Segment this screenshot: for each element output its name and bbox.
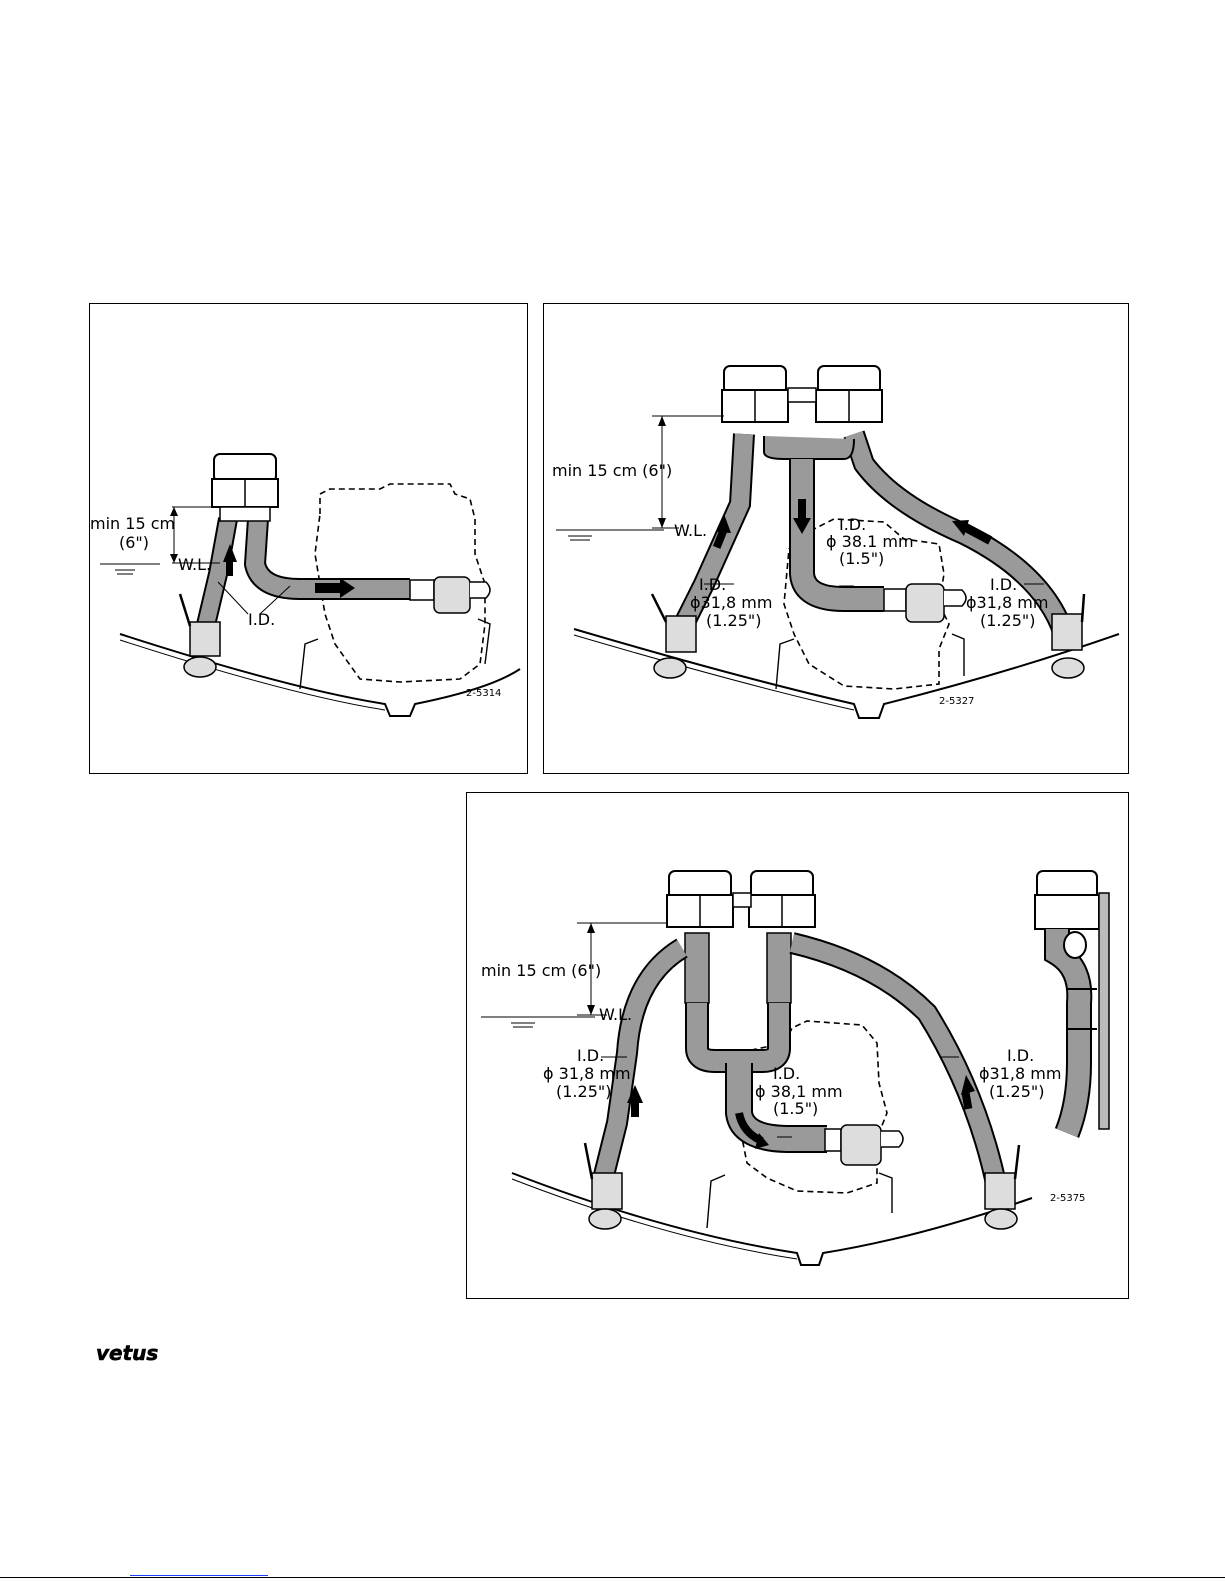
bulkhead [1099,893,1109,1129]
figure-2-double-silencer: min 15 cm (6") W.L. I.D. ϕ31,8 mm (1.25"… [543,303,1129,774]
id-right-label: I.D. [1007,1047,1034,1065]
inch-left-label: (1.25") [706,612,761,630]
vetus-logo-mark: vetus [94,1342,174,1364]
id-mid-label: I.D. [773,1065,800,1083]
y-connector [697,1003,779,1061]
id-left-label: I.D. [577,1047,604,1065]
logo-text: vetus [96,1342,158,1364]
diameter-left-label: ϕ31,8 mm [690,594,772,612]
waterline-label: W.L. [178,556,211,574]
drawing-code: 2-5375 [1050,1193,1085,1204]
min-height-label: min 15 cm (6") [552,462,672,480]
seacock-valve-right [985,1173,1015,1209]
inch-right-label: (1.25") [989,1083,1044,1101]
diameter-right-label: ϕ31,8 mm [979,1065,1061,1083]
gauge-icon [1064,932,1086,958]
riser-left [685,933,709,1003]
inch-right-label: (1.25") [980,612,1035,630]
drawing-code: 2-5314 [466,688,501,699]
engine-exhaust-elbow [434,577,470,613]
min-height-label: min 15 cm [90,515,175,533]
vetus-logo: vetus [94,1342,174,1369]
figure-3-double-silencer-with-gooseneck: min 15 cm (6") W.L. I.D. ϕ 31,8 mm (1.25… [466,792,1129,1299]
seacock-valve-left [592,1173,622,1209]
inch-mid-label: (1.5") [839,550,884,568]
min-height-inch-label: (6") [119,534,149,552]
mounting-bracket [788,388,816,402]
inch-left-label: (1.25") [556,1083,611,1101]
flow-arrow-right [315,583,340,593]
flow-arrow-down [798,499,806,519]
figure-1-single-silencer: min 15 cm (6") W.L. I.D. 2-5314 [89,303,528,774]
y-connector [764,436,854,459]
seacock-valve [190,622,220,656]
silencer-top [214,454,276,482]
seacock-valve-right [1052,614,1082,650]
drawing-code: 2-5327 [939,696,974,707]
seacock-valve-left [666,616,696,652]
intake-strainer [184,657,216,677]
footer-rule [0,1577,1225,1578]
diameter-right-label: ϕ31,8 mm [966,594,1048,612]
inch-mid-label: (1.5") [773,1100,818,1118]
hull-line [120,634,520,716]
valve-handle [180,594,190,626]
engine-exhaust-elbow [841,1125,881,1165]
min-height-label: min 15 cm (6") [481,962,601,980]
inner-diameter-label: I.D. [248,611,275,629]
id-right-label: I.D. [990,576,1017,594]
waterline-label: W.L. [599,1006,632,1024]
riser-right [767,933,791,1003]
engine-exhaust-elbow [906,584,944,622]
figure-1-drawing [90,304,529,775]
id-left-label: I.D. [699,576,726,594]
diameter-left-label: ϕ 31,8 mm [543,1065,631,1083]
footer-link-underline [130,1575,268,1576]
waterline-label: W.L. [674,522,707,540]
